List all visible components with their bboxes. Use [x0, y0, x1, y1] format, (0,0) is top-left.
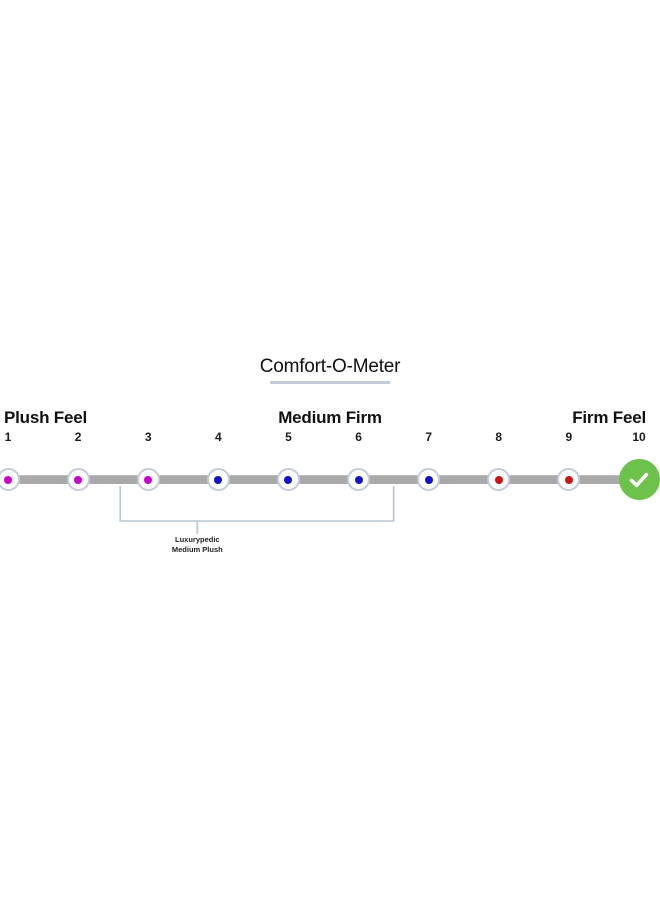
scale-dot-core [424, 475, 433, 484]
scale-dot-9[interactable] [557, 468, 581, 491]
scale-tick-6: 6 [355, 430, 362, 444]
scale-dot-8[interactable] [487, 468, 511, 491]
scale-dot-2[interactable] [66, 468, 90, 491]
scale-dot-core [564, 475, 573, 484]
scale-dot-5[interactable] [276, 468, 300, 491]
annotation-label: Luxurypedic Medium Plush [172, 535, 223, 554]
scale-dot-core [144, 475, 153, 484]
scale-dot-3[interactable] [136, 468, 160, 491]
scale-tick-row: 1 2 3 4 5 6 7 8 9 10 [0, 430, 660, 446]
zone-label-plush: Plush Feel [4, 408, 88, 427]
scale-dot-core [494, 475, 503, 484]
scale-tick-1: 1 [4, 430, 12, 444]
scale-dot-4[interactable] [206, 468, 230, 491]
chart-title-wrap: Comfort-O-Meter [0, 355, 660, 382]
scale-tick-9: 9 [565, 430, 573, 444]
scale-tick-8: 8 [495, 430, 503, 444]
selected-firmness-check-badge[interactable] [618, 459, 660, 500]
zone-label-firm: Firm Feel [572, 408, 646, 427]
title-underline [270, 381, 390, 384]
comfort-scale-bar [6, 475, 640, 484]
scale-dot-core [284, 475, 293, 484]
scale-tick-4: 4 [214, 430, 222, 444]
scale-dot-7[interactable] [417, 468, 441, 491]
scale-tick-7: 7 [425, 430, 432, 444]
check-icon [629, 472, 649, 487]
scale-dot-core [74, 475, 83, 484]
scale-dot-6[interactable] [347, 468, 371, 491]
scale-dot-core [214, 475, 223, 484]
scale-dot-1[interactable] [0, 468, 20, 491]
scale-tick-2: 2 [74, 430, 82, 444]
scale-tick-5: 5 [285, 430, 292, 444]
annotation-label-line-1: Luxurypedic [175, 535, 220, 544]
scale-tick-3: 3 [144, 430, 152, 444]
scale-tick-10: 10 [632, 430, 646, 444]
scale-dot-core [4, 475, 12, 484]
page-title: Comfort-O-Meter [259, 356, 401, 377]
annotation-label-line-2: Medium Plush [171, 544, 223, 554]
scale-dot-core [354, 475, 363, 484]
zone-label-medium: Medium Firm [278, 408, 382, 427]
